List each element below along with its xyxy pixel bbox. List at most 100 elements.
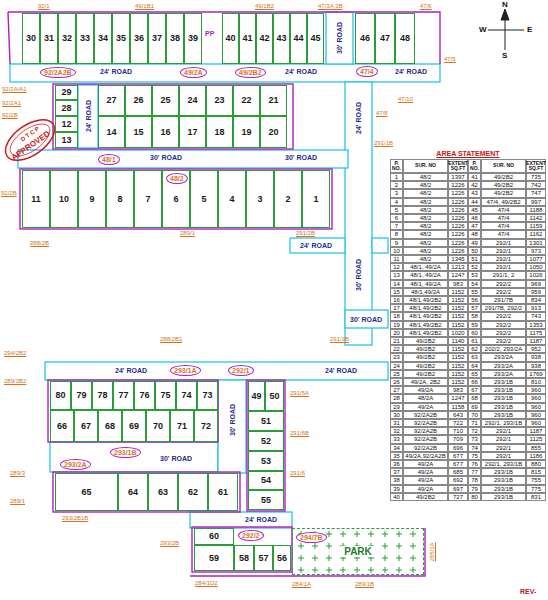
structure-label: PP [205,30,214,37]
survey-number: 47/10 [398,96,413,102]
road-label: 24' ROAD [100,68,132,75]
plot-number: 22 [241,96,251,105]
plot-number: 68 [105,422,115,431]
table-cell: 1175 [526,329,546,337]
table-cell: 973 [526,247,546,255]
survey-number: 49/2A [180,67,207,78]
plot-number: 6 [173,195,178,204]
block-boundary [8,12,440,64]
plot: 77 [113,381,134,410]
survey-number: 289/3 [10,470,25,476]
table-cell: 755 [526,476,546,484]
table-cell: 35 [390,452,403,460]
table-cell: 1152 [448,362,468,370]
table-cell: 709 [448,435,468,443]
table-cell: 64 [468,362,481,370]
survey-number: 48/2 [166,173,188,184]
table-cell: 292/2 [481,337,526,345]
plot: 36 [130,13,148,64]
table-cell: 14 [390,280,403,288]
plot-number: 45 [310,34,320,43]
plot-number: 15 [133,128,143,137]
table-header: SUR. NO [403,159,448,173]
table-cell: 29 [390,403,403,411]
road-label: 24' ROAD [245,516,277,523]
block-boundary [247,380,285,511]
block-boundary [53,84,293,149]
plot: 61 [208,473,238,511]
road-label: 30' ROAD [336,22,343,54]
plot: 70 [146,410,170,442]
table-cell: 1026 [526,271,546,279]
table-cell: 42 [468,181,481,189]
table-cell: 80 [468,493,481,501]
plot: 72 [194,410,218,442]
table-cell: 1188 [526,206,546,214]
plot-number: 39 [188,34,198,43]
plot: 71 [170,410,194,442]
table-cell: 22 [390,345,403,353]
table-cell: 960 [526,419,546,427]
table-cell: 52 [468,263,481,271]
table-cell: 30 [390,411,403,419]
plot: 42 [256,13,273,64]
table-cell: 77 [468,468,481,476]
table-cell: 49 [468,239,481,247]
table-cell: 1345 [448,255,468,263]
table-cell: 7 [390,222,403,230]
plot: 45 [307,13,324,64]
table-cell: 47 [468,222,481,230]
plot: 35 [112,13,130,64]
table-cell: 48/2A [403,394,448,402]
road [345,310,388,328]
plot-number: 14 [106,128,116,137]
road-label: 30' ROAD [350,316,382,323]
table-cell: 855 [526,444,546,452]
survey-number: 289/1 [10,498,25,504]
road-label: 24' ROAD [395,68,427,75]
block-boundary [20,169,332,229]
plot-number: 74 [181,391,191,400]
road-label: 24' ROAD [85,100,92,132]
table-cell: 292/2 [481,312,526,320]
table-header: P. NO. [468,159,481,173]
table-cell: 34 [390,444,403,452]
table-cell: 1152 [448,378,468,386]
compass-letter: E [527,26,532,34]
table-cell: 48/2 [403,198,448,206]
survey-number: 291/5A [290,390,309,396]
table-cell: 48/2 [403,189,448,197]
plot-number: 4 [229,195,234,204]
table-cell: 1353 [526,321,546,329]
plot: 4 [218,170,246,228]
table-cell: 74 [468,444,481,452]
table-cell: 1152 [448,304,468,312]
table-cell: 4 [390,198,403,206]
table-cell: 6 [390,214,403,222]
plot: 73 [197,381,218,410]
table-cell: 1226 [448,206,468,214]
block-boundary [48,380,218,442]
table-cell: 1187 [526,427,546,435]
plot: 15 [125,116,152,148]
table-cell: 685 [448,468,468,476]
table-cell: 43 [468,189,481,197]
table-cell: 292/1 [481,263,526,271]
plot: 55 [248,490,284,510]
road [190,512,292,528]
plot: 57 [254,545,273,571]
table-cell: 293/1B [481,485,526,493]
table-cell: 47/4 [481,230,526,238]
table-cell: 1162 [526,230,546,238]
plot: 3 [246,170,274,228]
road [218,380,246,473]
plot-number: 78 [97,391,107,400]
road-label: 30' ROAD [160,455,192,462]
plot: 38 [166,13,184,64]
table-cell: 63 [468,353,481,361]
table-cell: 959 [526,288,546,296]
table-cell: 73 [468,435,481,443]
survey-number: 291/3B [330,336,349,342]
table-cell: 53 [468,271,481,279]
table-cell: 48/1,49/2B2 [403,321,448,329]
